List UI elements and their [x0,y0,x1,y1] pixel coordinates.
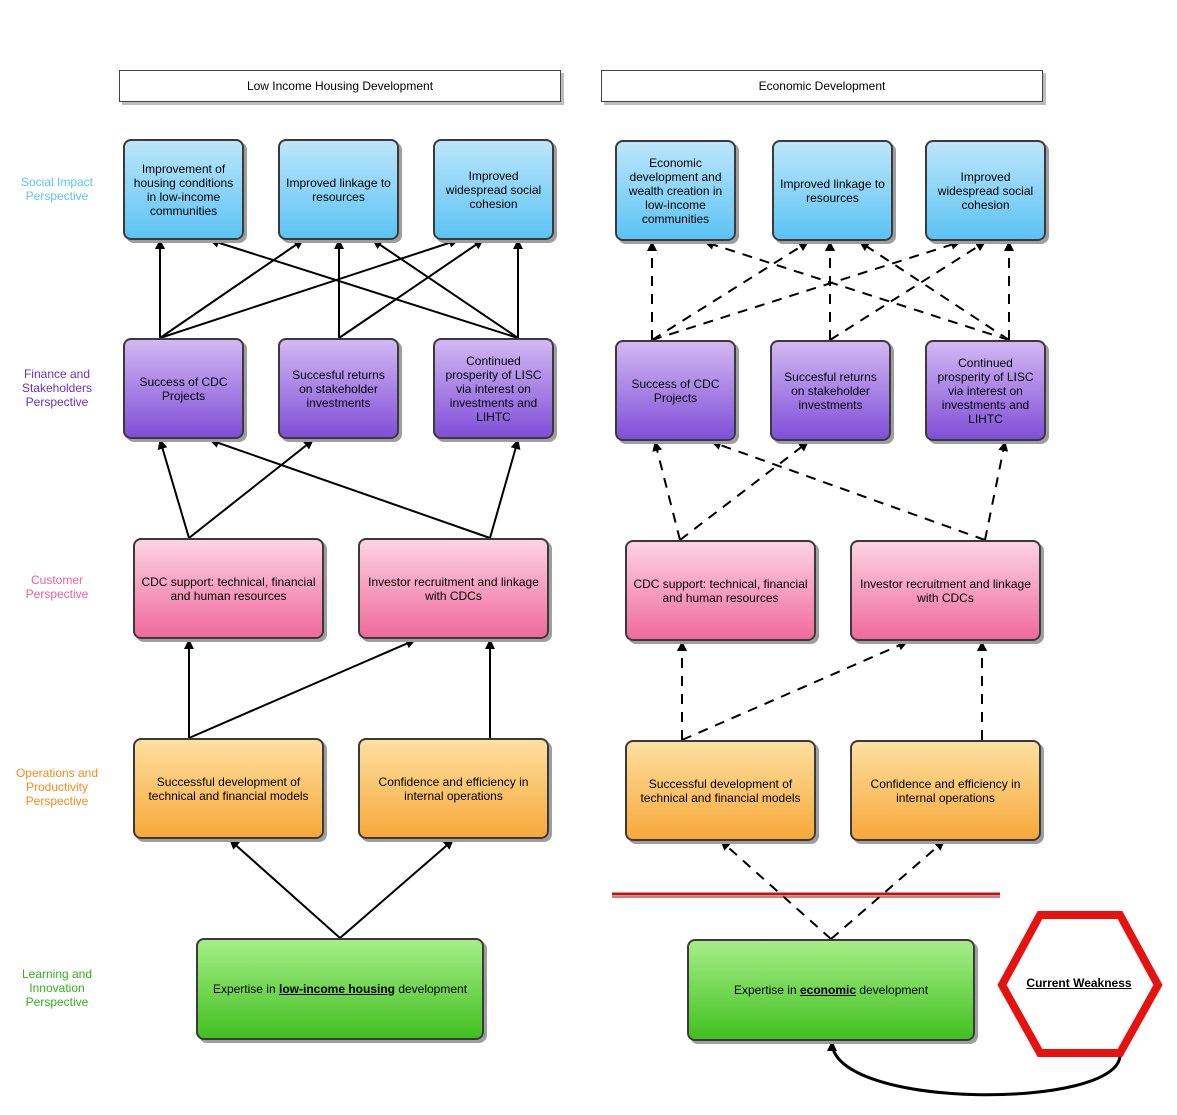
dashed-connector-arrow [652,441,681,541]
dashed-connector-arrow [704,240,1010,341]
right-learning-keyword: economic [799,983,856,997]
dashed-connector-arrow [711,440,986,541]
perspective-customer: Customer Perspective [25,573,89,601]
solid-connector-arrow [339,839,454,939]
solid-connector-arrow [209,237,519,339]
left-social-linkage: Improved linkage to resources [278,139,399,240]
right-customer-cdc-support: CDC support: technical, financial and hu… [625,540,816,641]
solid-connector-arrow [157,439,190,539]
right-finance-cdc-success: Success of CDC Projects [615,340,736,441]
dashed-connector-arrow [679,441,809,541]
perspective-learning-innovation: Learning and Innovation Perspective [21,967,93,1009]
left-finance-cdc-success: Success of CDC Projects [123,338,244,439]
left-social-cohesion: Improved widespread social cohesion [433,139,554,240]
solid-connector-arrow [188,439,314,539]
solid-connector-arrow [159,238,459,339]
right-customer-investor-recruitment: Investor recruitment and linkage with CD… [850,540,1041,641]
left-customer-cdc-support: CDC support: technical, financial and hu… [133,538,324,639]
dashed-connector-arrow [720,840,832,940]
dashed-connector-arrow [830,840,945,940]
solid-connector-arrow [229,839,341,939]
solid-connector-arrow [489,439,521,539]
current-weakness-label: Current Weakness [1026,976,1132,990]
solid-connector-arrow [188,638,416,739]
left-customer-investor-recruitment: Investor recruitment and linkage with CD… [358,538,549,639]
right-finance-lisc-prosperity: Continued prosperity of LISC via interes… [925,340,1046,441]
perspective-social-impact: Social Impact Perspective [20,175,94,203]
solid-connector-arrow [338,239,484,339]
right-ops-internal: Confidence and efficiency in internal op… [850,740,1041,841]
header-economic-development: Economic Development [601,70,1043,102]
right-learning-expertise: Expertise in economic development [687,939,975,1041]
dashed-connector-arrow [984,441,1009,541]
left-learning-keyword: low-income housing [278,982,395,996]
dashed-connector-arrow [651,239,961,341]
left-ops-internal: Confidence and efficiency in internal op… [358,738,549,839]
left-social-housing-conditions: Improvement of housing conditions in low… [123,139,244,240]
left-finance-lisc-prosperity: Continued prosperity of LISC via interes… [433,338,554,439]
dashed-connector-arrow [651,241,809,341]
dashed-connector-arrow [829,241,986,341]
right-ops-models: Successful development of technical and … [625,740,816,841]
dashed-connector-arrow [859,241,1010,341]
current-weakness-hexagon [997,911,1163,1057]
solid-connector-arrow [209,438,491,539]
left-finance-stakeholder-returns: Succesful returns on stakeholder investm… [278,338,399,439]
perspective-operations-productivity: Operations and Productivity Perspective [15,766,99,808]
right-social-linkage: Improved linkage to resources [772,140,893,241]
right-finance-stakeholder-returns: Succesful returns on stakeholder investm… [770,340,891,441]
right-social-cohesion: Improved widespread social cohesion [925,140,1046,241]
left-ops-models: Successful development of technical and … [133,738,324,839]
solid-connector-arrow [159,239,304,339]
left-learning-expertise: Expertise in low-income housing developm… [196,938,484,1040]
solid-connector-arrow [372,239,519,339]
dashed-connector-arrow [681,641,908,741]
perspective-finance-stakeholders: Finance and Stakeholders Perspective [21,367,93,409]
weakness-curved-arrow [827,1041,1122,1097]
header-low-income-housing: Low Income Housing Development [119,70,561,102]
right-social-economic-development: Economic development and wealth creation… [615,140,736,241]
